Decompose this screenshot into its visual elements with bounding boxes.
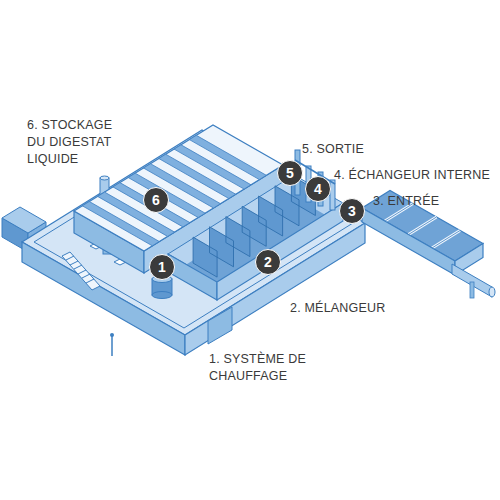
heating-tank-bottom bbox=[152, 292, 172, 299]
callout-number: 4 bbox=[314, 182, 322, 196]
mixer-wall bbox=[168, 254, 217, 300]
mixer-wall bbox=[217, 203, 343, 300]
stair-steps bbox=[66, 256, 94, 283]
platform-wall bbox=[22, 242, 185, 355]
pole-top bbox=[110, 333, 114, 337]
stairs bbox=[62, 252, 100, 290]
part-label: 5. SORTIE bbox=[302, 141, 422, 158]
feed-support bbox=[470, 282, 474, 298]
container-roof bbox=[2, 207, 46, 233]
callout-number: 6 bbox=[152, 193, 160, 207]
callout-number: 1 bbox=[158, 260, 166, 274]
part-label: 6. STOCKAGE DU DIGESTAT LIQUIDE bbox=[27, 117, 127, 168]
callout-circle: 2 bbox=[255, 249, 281, 275]
part-label: 2. MÉLANGEUR bbox=[290, 300, 430, 317]
part-label: 1. SYSTÈME DE CHAUFFAGE bbox=[209, 351, 324, 385]
callout-number: 2 bbox=[264, 255, 272, 269]
callout-number: 3 bbox=[348, 204, 356, 218]
callout-circle: 1 bbox=[149, 254, 175, 280]
pole bbox=[111, 336, 113, 356]
part-label: 3. ENTRÉE bbox=[373, 193, 483, 210]
callout-number: 5 bbox=[286, 166, 294, 180]
part-label: 4. ÉCHANGEUR INTERNE bbox=[334, 167, 494, 184]
chimney-top bbox=[100, 176, 109, 180]
inlet-wall bbox=[362, 208, 455, 275]
callout-circle: 5 bbox=[277, 160, 303, 186]
entrance-block bbox=[208, 307, 232, 344]
callout-circle: 3 bbox=[339, 198, 365, 224]
feed-screw-end bbox=[489, 287, 495, 297]
callout-circle: 4 bbox=[305, 176, 331, 202]
callout-circle: 6 bbox=[143, 187, 169, 213]
exchanger-pipe bbox=[330, 180, 335, 210]
feed-screw bbox=[452, 264, 492, 297]
